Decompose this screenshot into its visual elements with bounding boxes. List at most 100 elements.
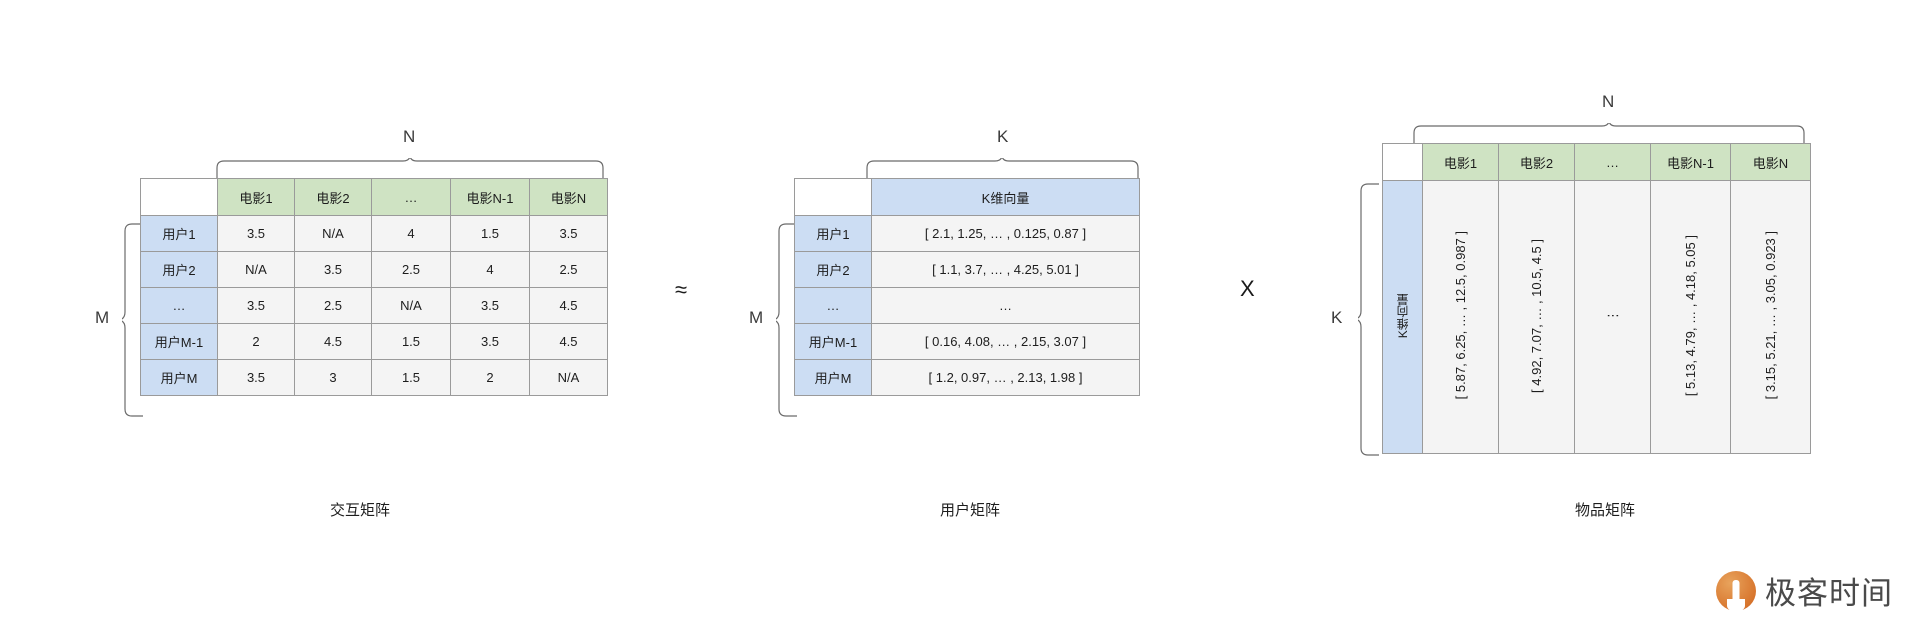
vector-cell: [ 5.87, 6.25, … , 12.5, 0.987 ] [1422, 180, 1499, 454]
column-header-movie-1: 电影1 [217, 178, 295, 216]
user-matrix: K维向量 用户1 [ 2.1, 1.25, … , 0.125, 0.87 ] … [794, 178, 1140, 396]
rating-cell: 1.5 [371, 323, 451, 360]
row-header-ellipsis: … [794, 287, 872, 324]
rating-cell: 1.5 [371, 359, 451, 396]
geektime-logo-icon [1716, 570, 1756, 611]
user-dim-m-label: M [749, 308, 764, 327]
user-left-brace [776, 222, 798, 418]
column-header-movie-2: 电影2 [1498, 143, 1575, 181]
interaction-matrix-table: 电影1 电影2 … 电影N-1 电影N 用户1 3.5 N/A 4 1.5 3.… [140, 178, 608, 396]
interaction-matrix: 电影1 电影2 … 电影N-1 电影N 用户1 3.5 N/A 4 1.5 3.… [140, 178, 608, 396]
rating-cell: 4 [371, 215, 451, 252]
table-row: 用户M [ 1.2, 0.97, … , 2.13, 1.98 ] [794, 359, 1140, 396]
vector-cell: … [871, 287, 1140, 324]
row-header-k-vector: K维向量 [1382, 180, 1423, 454]
table-row: 用户2 [ 1.1, 3.7, … , 4.25, 5.01 ] [794, 251, 1140, 288]
item-top-brace [1412, 123, 1806, 145]
rating-cell: 3.5 [217, 287, 295, 324]
vector-cell-label: [ 3.15, 5.21, … , 3.05, 0.923 ] [1763, 231, 1778, 400]
vector-cell: [ 3.15, 5.21, … , 3.05, 0.923 ] [1730, 180, 1811, 454]
rating-cell: 3.5 [529, 215, 608, 252]
item-dim-n-label: N [1602, 92, 1615, 111]
rating-cell: 4 [450, 251, 530, 288]
table-header-row: 电影1 电影2 … 电影N-1 电影N [140, 178, 608, 216]
table-row: 用户1 [ 2.1, 1.25, … , 0.125, 0.87 ] [794, 215, 1140, 252]
corner-blank-cell [1382, 143, 1423, 181]
user-matrix-caption: 用户矩阵 [939, 502, 1000, 519]
rating-cell: N/A [217, 251, 295, 288]
rating-cell: 4.5 [529, 323, 608, 360]
rating-cell: 1.5 [450, 215, 530, 252]
vector-cell: [ 1.1, 3.7, … , 4.25, 5.01 ] [871, 251, 1140, 288]
corner-blank-cell [794, 178, 872, 216]
brand-name: 极客时间 [1765, 576, 1893, 611]
row-header-user-m-1: 用户M-1 [140, 323, 218, 360]
rating-cell: 2.5 [371, 251, 451, 288]
table-row: … … [794, 287, 1140, 324]
item-matrix-caption: 物品矩阵 [1574, 502, 1635, 519]
rating-cell: 3.5 [217, 359, 295, 396]
column-header-movie-n-1: 电影N-1 [1650, 143, 1731, 181]
row-header-user-m: 用户M [794, 359, 872, 396]
rating-cell: N/A [529, 359, 608, 396]
column-header-ellipsis: … [1574, 143, 1651, 181]
column-header-movie-n-1: 电影N-1 [450, 178, 530, 216]
column-header-movie-1: 电影1 [1422, 143, 1499, 181]
vector-cell-label: [ 4.92, 7.07, … , 10.5, 4.5 ] [1529, 238, 1544, 393]
vector-cell-label: ⋮ [1605, 309, 1620, 322]
item-left-brace [1358, 182, 1380, 457]
table-header-row: K维向量 [794, 178, 1140, 216]
table-row: 用户M 3.5 3 1.5 2 N/A [140, 359, 608, 396]
table-row: 用户2 N/A 3.5 2.5 4 2.5 [140, 251, 608, 288]
column-header-movie-n: 电影N [529, 178, 608, 216]
rating-cell: 3.5 [450, 323, 530, 360]
table-row: 用户M-1 [ 0.16, 4.08, … , 2.15, 3.07 ] [794, 323, 1140, 360]
corner-blank-cell [140, 178, 218, 216]
column-header-ellipsis: … [371, 178, 451, 216]
row-header-k-vector-label: K维向量 [1396, 292, 1410, 339]
vector-cell: [ 4.92, 7.07, … , 10.5, 4.5 ] [1498, 180, 1575, 454]
rating-cell: 4.5 [529, 287, 608, 324]
user-dim-k-label: K [997, 127, 1009, 146]
rating-cell: 2.5 [294, 287, 372, 324]
row-header-user-m: 用户M [140, 359, 218, 396]
row-header-user-2: 用户2 [794, 251, 872, 288]
table-row: 用户M-1 2 4.5 1.5 3.5 4.5 [140, 323, 608, 360]
rating-cell: 3.5 [294, 251, 372, 288]
row-header-user-1: 用户1 [140, 215, 218, 252]
user-top-brace [865, 158, 1140, 180]
interaction-matrix-caption: 交互矩阵 [329, 502, 390, 519]
interaction-top-brace [215, 158, 605, 180]
rating-cell: N/A [294, 215, 372, 252]
table-row: K维向量 [ 5.87, 6.25, … , 12.5, 0.987 ] [ 4… [1382, 180, 1811, 454]
row-header-user-2: 用户2 [140, 251, 218, 288]
table-header-row: 电影1 电影2 … 电影N-1 电影N [1382, 143, 1811, 181]
table-row: 用户1 3.5 N/A 4 1.5 3.5 [140, 215, 608, 252]
item-matrix-table: 电影1 电影2 … 电影N-1 电影N K维向量 [ 5.87, 6.25, …… [1382, 143, 1811, 454]
column-header-k-vector: K维向量 [871, 178, 1140, 216]
rating-cell: 2 [217, 323, 295, 360]
times-operator: X [1240, 276, 1255, 301]
vector-cell-label: [ 5.13, 4.79, … , 4.18, 5.05 ] [1683, 234, 1698, 397]
vector-cell: ⋮ [1574, 180, 1651, 454]
vector-cell-label: [ 5.87, 6.25, … , 12.5, 0.987 ] [1453, 231, 1468, 400]
user-matrix-table: K维向量 用户1 [ 2.1, 1.25, … , 0.125, 0.87 ] … [794, 178, 1140, 396]
brand-watermark: 极客时间 [1716, 568, 1893, 613]
rating-cell: 3.5 [217, 215, 295, 252]
interaction-dim-m-label: M [95, 308, 110, 327]
interaction-dim-n-label: N [403, 127, 416, 146]
rating-cell: 2 [450, 359, 530, 396]
table-row: … 3.5 2.5 N/A 3.5 4.5 [140, 287, 608, 324]
row-header-user-m-1: 用户M-1 [794, 323, 872, 360]
row-header-user-1: 用户1 [794, 215, 872, 252]
row-header-ellipsis: … [140, 287, 218, 324]
rating-cell: 4.5 [294, 323, 372, 360]
vector-cell: [ 2.1, 1.25, … , 0.125, 0.87 ] [871, 215, 1140, 252]
column-header-movie-2: 电影2 [294, 178, 372, 216]
interaction-left-brace [122, 222, 144, 418]
vector-cell: [ 5.13, 4.79, … , 4.18, 5.05 ] [1650, 180, 1731, 454]
vector-cell: [ 1.2, 0.97, … , 2.13, 1.98 ] [871, 359, 1140, 396]
column-header-movie-n: 电影N [1730, 143, 1811, 181]
rating-cell: 3 [294, 359, 372, 396]
rating-cell: 3.5 [450, 287, 530, 324]
